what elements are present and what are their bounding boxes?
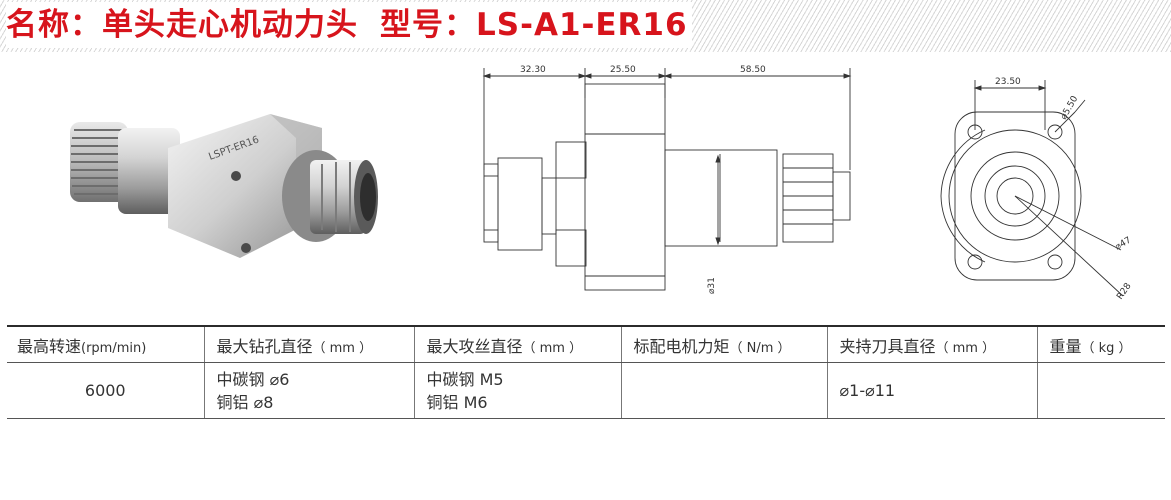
cell-motor-torque bbox=[620, 362, 827, 419]
bolt-hole bbox=[241, 243, 251, 253]
header-max-speed: 最高转速(rpm/min) bbox=[7, 325, 204, 363]
dim-dia-47: ⌀47 bbox=[1114, 236, 1134, 253]
dim-23-50: 23.50 bbox=[995, 77, 1021, 87]
header-motor-torque: 标配电机力矩（ N/m ） bbox=[620, 325, 827, 363]
title-band: 名称：单头走心机动力头型号：LS-A1-ER16 bbox=[0, 0, 1171, 52]
shaft-body bbox=[118, 128, 180, 214]
cell-max-speed: 6000 bbox=[7, 362, 204, 419]
dim-dia-31: ⌀31 bbox=[707, 277, 717, 294]
main-block bbox=[168, 114, 322, 258]
model-label: 型号： bbox=[380, 7, 476, 43]
dim-32-30: 32.30 bbox=[520, 65, 546, 75]
dim-58-50: 58.50 bbox=[740, 65, 766, 75]
cell-clamp-dia: ⌀1-⌀11 bbox=[826, 362, 1037, 419]
product-photo: LSPT-ER16 bbox=[70, 114, 378, 258]
header-clamp-dia: 夹持刀具直径（ mm ） bbox=[826, 325, 1037, 363]
bolt-hole bbox=[231, 171, 241, 181]
dim-dia-5-50: ⌀5.50 bbox=[1059, 94, 1081, 121]
table-header-row: 最高转速(rpm/min) 最大钻孔直径（ mm ） 最大攻丝直径（ mm ） … bbox=[7, 325, 1165, 363]
model-value: LS-A1-ER16 bbox=[476, 7, 688, 43]
name-label: 名称： bbox=[6, 7, 102, 43]
side-view-drawing: 32.30 25.50 58.50 ⌀31 bbox=[482, 65, 852, 294]
dim-25-50: 25.50 bbox=[610, 65, 636, 75]
header-weight: 重量（ kg ） bbox=[1036, 325, 1165, 363]
page-title: 名称：单头走心机动力头型号：LS-A1-ER16 bbox=[6, 2, 692, 48]
name-value: 单头走心机动力头 bbox=[102, 7, 358, 43]
dim-r28: R28 bbox=[1115, 281, 1134, 301]
spec-table: 最高转速(rpm/min) 最大钻孔直径（ mm ） 最大攻丝直径（ mm ） … bbox=[7, 325, 1165, 419]
header-max-tap-dia: 最大攻丝直径（ mm ） bbox=[413, 325, 621, 363]
header-max-drill-dia: 最大钻孔直径（ mm ） bbox=[203, 325, 414, 363]
front-view-drawing: 23.50 ⌀5.50 ⌀47 R28 bbox=[940, 77, 1134, 302]
collet-nut bbox=[310, 160, 366, 234]
cell-weight bbox=[1036, 362, 1165, 419]
